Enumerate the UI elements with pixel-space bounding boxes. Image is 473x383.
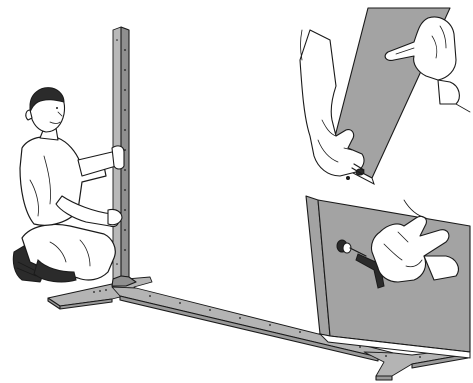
upper-hand	[112, 146, 124, 169]
lower-hand	[108, 209, 122, 224]
upper-wrist	[438, 80, 459, 104]
inset-hex-key	[306, 196, 470, 358]
inset-panel-screw	[300, 8, 470, 184]
kneeling-person	[13, 88, 124, 282]
